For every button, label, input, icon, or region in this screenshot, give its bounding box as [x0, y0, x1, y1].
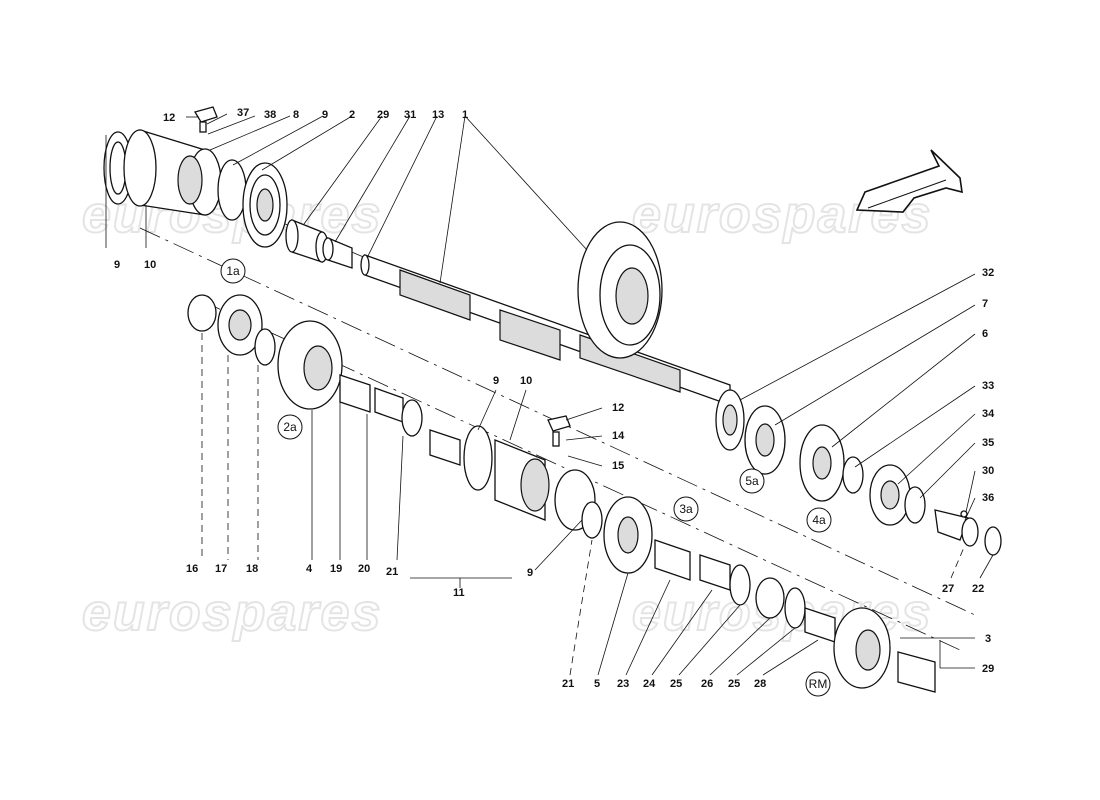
callout-28: 28 — [754, 678, 766, 690]
callout-16: 16 — [186, 563, 198, 575]
callout-27: 27 — [942, 583, 954, 595]
callout-12: 12 — [163, 112, 175, 124]
reference-4a-text: 4a — [812, 513, 826, 527]
callout-9: 9 — [322, 109, 328, 121]
callout-5: 5 — [594, 678, 600, 690]
callout-32: 32 — [982, 267, 994, 279]
reference-1a: 1a — [220, 258, 246, 284]
callouts-middle: 9 10 12 14 15 — [493, 375, 625, 472]
callout-29-lower: 29 — [982, 663, 994, 675]
output-shaft-assembly — [187, 294, 936, 693]
callout-35: 35 — [982, 437, 994, 449]
callout-6: 6 — [982, 328, 988, 340]
callout-4: 4 — [306, 563, 313, 575]
callout-38: 38 — [264, 109, 276, 121]
callouts-top: 12 37 38 8 9 2 29 31 13 1 — [163, 107, 468, 124]
callout-9-mid: 9 — [493, 375, 499, 387]
callout-29: 29 — [377, 109, 389, 121]
callout-24: 24 — [643, 678, 656, 690]
callout-13: 13 — [432, 109, 444, 121]
callout-25a: 25 — [670, 678, 682, 690]
callouts-right: 32 7 6 33 34 35 30 36 — [982, 267, 995, 504]
callout-22: 22 — [972, 583, 984, 595]
callout-17: 17 — [215, 563, 227, 575]
reference-1a-text: 1a — [226, 264, 240, 278]
reference-2a: 2a — [277, 414, 303, 440]
callout-9-lower: 9 — [527, 567, 533, 579]
reference-5a: 5a — [739, 468, 765, 494]
reference-5a-text: 5a — [745, 474, 759, 488]
reference-3a: 3a — [673, 496, 699, 522]
callout-19: 19 — [330, 563, 342, 575]
callout-10-mid: 10 — [520, 375, 532, 387]
callout-18: 18 — [246, 563, 258, 575]
watermark-layer: eurospares eurospares eurospares eurospa… — [81, 185, 931, 643]
leader-lines — [105, 113, 994, 676]
reference-2a-text: 2a — [283, 420, 297, 434]
callout-15: 15 — [612, 460, 624, 472]
callout-25b: 25 — [728, 678, 740, 690]
reference-rm: RM — [805, 671, 831, 697]
callout-33: 33 — [982, 380, 994, 392]
reference-4a: 4a — [806, 507, 832, 533]
callout-9-left: 9 — [114, 259, 120, 271]
reference-3a-text: 3a — [679, 502, 693, 516]
callout-11: 11 — [453, 587, 465, 599]
callout-30: 30 — [982, 465, 994, 477]
callout-1: 1 — [462, 109, 468, 121]
direction-arrow-icon — [855, 149, 963, 213]
callout-10-left: 10 — [144, 259, 156, 271]
input-shaft-assembly — [103, 106, 1002, 556]
callouts-left: 9 10 — [114, 259, 156, 271]
callout-36: 36 — [982, 492, 994, 504]
callout-2: 2 — [349, 109, 355, 121]
callouts-lower-left: 16 17 18 4 19 20 21 11 9 — [186, 563, 533, 599]
callout-23: 23 — [617, 678, 629, 690]
watermark-bottom-left: eurospares — [82, 584, 382, 642]
callout-21: 21 — [386, 566, 398, 578]
callout-37: 37 — [237, 107, 249, 119]
reference-labels: 1a 2a 3a 4a 5a RM — [220, 258, 832, 697]
callout-3: 3 — [985, 633, 991, 645]
callouts-lower-right: 21 5 23 24 25 26 25 28 27 22 3 29 — [562, 583, 994, 690]
callout-20: 20 — [358, 563, 370, 575]
callout-26: 26 — [701, 678, 713, 690]
callout-34: 34 — [982, 408, 995, 420]
callout-21-lower: 21 — [562, 678, 574, 690]
callout-8: 8 — [293, 109, 299, 121]
callout-12-mid: 12 — [612, 402, 624, 414]
reference-rm-text: RM — [809, 677, 828, 691]
callout-31: 31 — [404, 109, 416, 121]
callout-14: 14 — [612, 430, 625, 442]
callout-7: 7 — [982, 298, 988, 310]
